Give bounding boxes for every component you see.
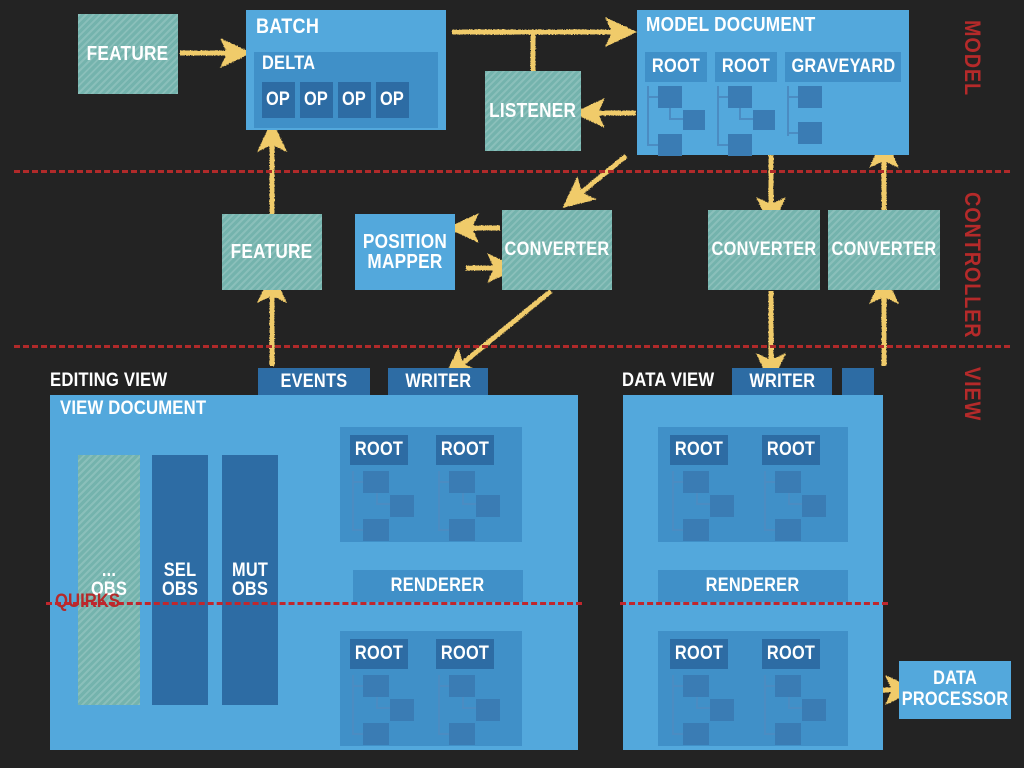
data-upper-tree-2 (764, 469, 834, 541)
controller-feature-box[interactable]: FEATURE (222, 214, 322, 290)
controller-converter-main-box[interactable]: CONVERTER (502, 210, 612, 290)
controller-converter-down-label: CONVERTER (711, 239, 817, 261)
controller-converter-up-box[interactable]: CONVERTER (828, 210, 940, 290)
data-view-panel[interactable]: ROOT ROOT (623, 395, 883, 750)
divider-model-controller (14, 170, 1010, 173)
quirks-divider-editing (46, 602, 582, 605)
obs-column-generic-label: ... OBS (90, 559, 128, 600)
editing-upper-root-tag-2[interactable]: ROOT (436, 435, 494, 465)
obs-column-sel[interactable]: SEL OBS (152, 455, 208, 705)
delta-label: DELTA (262, 53, 316, 74)
data-lower-tree-2 (764, 673, 834, 745)
obs-column-generic[interactable]: ... OBS (78, 455, 140, 705)
obs-column-sel-label: SEL OBS (161, 559, 199, 600)
layer-label-view: VIEW (960, 367, 985, 422)
data-lower-root-label-1: ROOT (674, 643, 724, 665)
data-lower-root-tag-1[interactable]: ROOT (670, 639, 728, 669)
quirks-label: QUIRKS (55, 591, 121, 612)
listener-box[interactable]: LISTENER (485, 71, 581, 151)
obs-column-mut[interactable]: MUT OBS (222, 455, 278, 705)
tab-writer-data-label: WRITER (748, 371, 815, 393)
op-box-1[interactable]: OP (262, 82, 295, 118)
tab-events[interactable]: EVENTS (258, 368, 370, 396)
model-tree-1 (647, 84, 711, 156)
editing-lower-root-label-1: ROOT (354, 643, 404, 665)
quirks-divider-data (620, 602, 888, 605)
editing-upper-root-label-1: ROOT (354, 439, 404, 461)
editing-upper-tree-1 (352, 469, 422, 541)
data-upper-root-label-1: ROOT (674, 439, 724, 461)
editing-renderer-box[interactable]: RENDERER (353, 570, 523, 602)
tab-writer-data[interactable]: WRITER (732, 368, 832, 396)
model-root-label-2: ROOT (721, 56, 771, 78)
data-upper-roots-container[interactable]: ROOT ROOT (658, 427, 848, 542)
editing-lower-root-tag-2[interactable]: ROOT (436, 639, 494, 669)
data-upper-root-tag-1[interactable]: ROOT (670, 435, 728, 465)
op-label-2: OP (304, 89, 329, 111)
editing-view-panel[interactable]: VIEW DOCUMENT ... OBS SEL OBS MUT OBS QU… (50, 395, 578, 750)
tab-writer-editing-label: WRITER (404, 371, 471, 393)
controller-converter-down-box[interactable]: CONVERTER (708, 210, 820, 290)
model-feature-label: FEATURE (87, 42, 169, 65)
data-lower-tree-1 (672, 673, 742, 745)
op-box-2[interactable]: OP (300, 82, 333, 118)
layer-label-controller: CONTROLLER (960, 192, 985, 339)
data-view-caption: DATA VIEW (622, 370, 715, 391)
editing-view-caption: EDITING VIEW (50, 370, 168, 391)
model-root-label-1: ROOT (651, 56, 701, 78)
data-renderer-box[interactable]: RENDERER (658, 570, 848, 602)
model-feature-box[interactable]: FEATURE (78, 14, 178, 94)
data-upper-root-label-2: ROOT (766, 439, 816, 461)
data-processor-label: DATA PROCESSOR (901, 668, 1009, 710)
data-lower-root-tag-2[interactable]: ROOT (762, 639, 820, 669)
tab-writer-editing[interactable]: WRITER (388, 368, 488, 396)
view-document-label: VIEW DOCUMENT (60, 398, 207, 419)
position-mapper-box[interactable]: POSITION MAPPER (355, 214, 455, 290)
data-lower-root-label-2: ROOT (766, 643, 816, 665)
model-root-tag-1[interactable]: ROOT (645, 52, 707, 82)
editing-renderer-label: RENDERER (391, 575, 485, 597)
model-graveyard-label: GRAVEYARD (790, 56, 896, 78)
data-renderer-label: RENDERER (706, 575, 800, 597)
editing-upper-root-label-2: ROOT (440, 439, 490, 461)
op-box-4[interactable]: OP (376, 82, 409, 118)
controller-feature-label: FEATURE (231, 240, 313, 263)
op-list: OP OP OP OP (262, 82, 409, 118)
delta-box[interactable]: DELTA OP OP OP OP (254, 52, 438, 128)
editing-upper-tree-2 (438, 469, 508, 541)
editing-lower-tree-2 (438, 673, 508, 745)
editing-lower-root-tag-1[interactable]: ROOT (350, 639, 408, 669)
obs-column-mut-label: MUT OBS (231, 559, 269, 600)
model-tree-3 (787, 84, 851, 149)
op-label-3: OP (342, 89, 367, 111)
op-label-4: OP (380, 89, 405, 111)
controller-converter-up-label: CONVERTER (831, 239, 937, 261)
op-label-1: OP (266, 89, 291, 111)
tab-events-label: EVENTS (280, 371, 348, 393)
model-graveyard-tag[interactable]: GRAVEYARD (785, 52, 901, 82)
editing-upper-roots-container[interactable]: ROOT ROOT (340, 427, 522, 542)
tab-data-view-extra[interactable] (842, 368, 874, 396)
divider-controller-view (14, 345, 1010, 348)
editing-lower-tree-1 (352, 673, 422, 745)
model-document-label: MODEL DOCUMENT (646, 14, 816, 36)
editing-lower-roots-container[interactable]: ROOT ROOT (340, 631, 522, 746)
batch-box[interactable]: BATCH DELTA OP OP OP OP (246, 10, 446, 130)
controller-converter-main-label: CONVERTER (504, 239, 610, 261)
layer-label-model: MODEL (960, 20, 985, 97)
data-lower-roots-container[interactable]: ROOT ROOT (658, 631, 848, 746)
model-document-box[interactable]: MODEL DOCUMENT ROOT ROOT GRAVEYARD (637, 10, 909, 156)
editing-lower-root-label-2: ROOT (440, 643, 490, 665)
data-processor-box[interactable]: DATA PROCESSOR (899, 661, 1011, 719)
op-box-3[interactable]: OP (338, 82, 371, 118)
batch-label: BATCH (256, 15, 320, 38)
data-upper-tree-1 (672, 469, 742, 541)
data-upper-root-tag-2[interactable]: ROOT (762, 435, 820, 465)
listener-label: LISTENER (489, 99, 577, 122)
model-root-tag-2[interactable]: ROOT (715, 52, 777, 82)
editing-upper-root-tag-1[interactable]: ROOT (350, 435, 408, 465)
model-tree-2 (717, 84, 781, 156)
position-mapper-label: POSITION MAPPER (362, 230, 448, 273)
